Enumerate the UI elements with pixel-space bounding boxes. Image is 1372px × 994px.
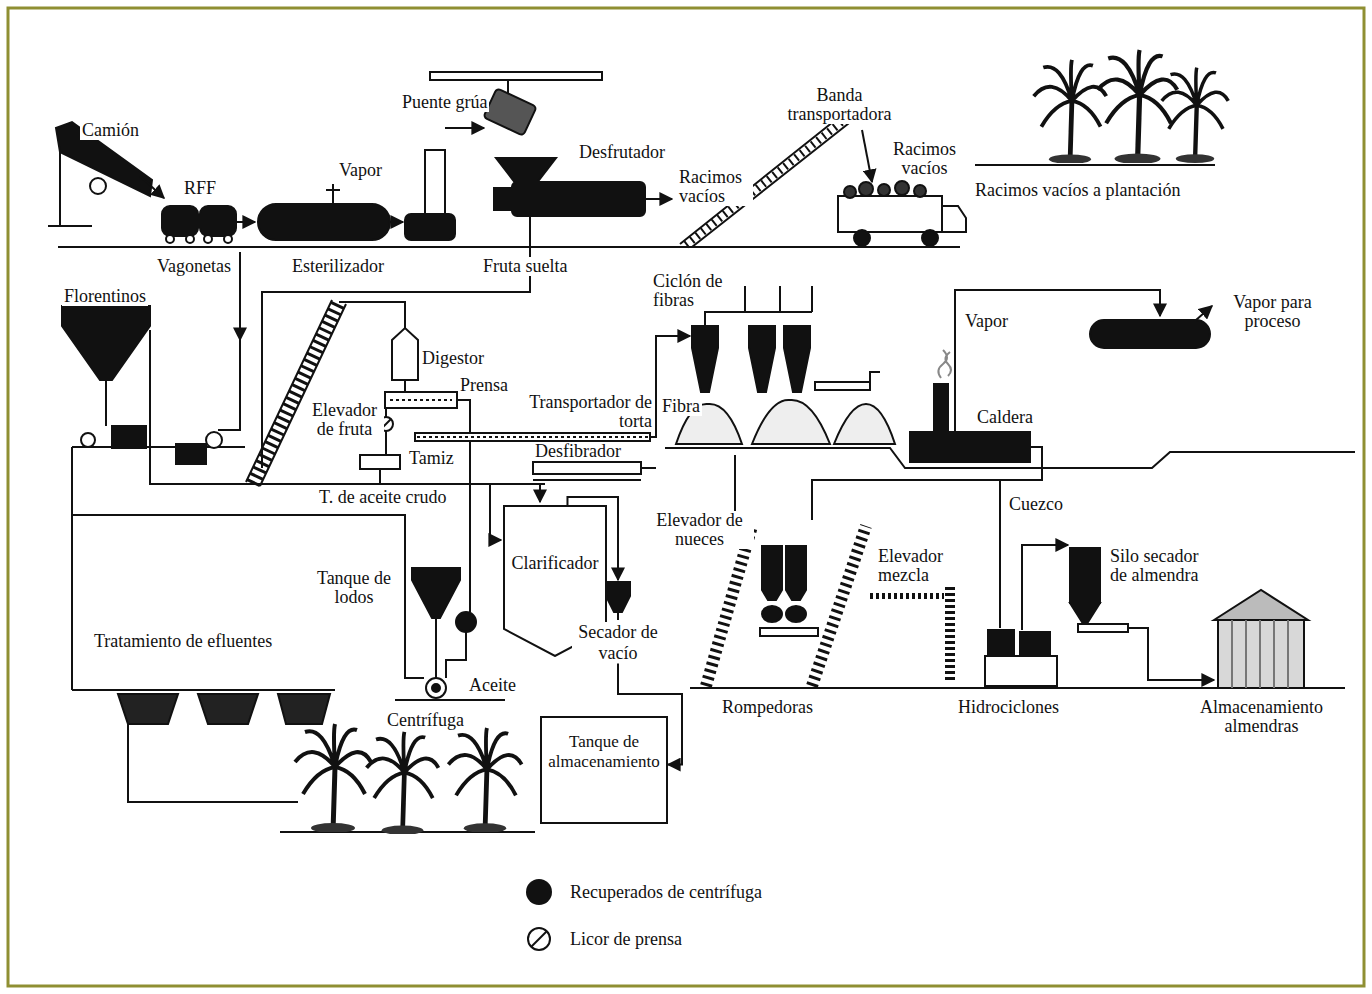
part-label: Vagonetas xyxy=(155,257,233,276)
legend-row: Recuperados de centrífuga xyxy=(526,879,762,905)
part-label: Silo secador de almendra xyxy=(1108,547,1217,585)
effluent-ponds xyxy=(72,690,335,802)
part-label: Hidrociclones xyxy=(956,698,1061,717)
dryer-symbol xyxy=(598,580,638,620)
legend-symbol xyxy=(526,926,552,952)
node-text: Clarificador xyxy=(506,553,604,574)
legend-swatch xyxy=(526,879,552,905)
sterilizer xyxy=(258,184,403,240)
part-label: Florentinos xyxy=(62,287,148,306)
fruit-elevator xyxy=(246,300,346,486)
part-label: Digestor xyxy=(420,349,486,368)
part-label: Desfrutador xyxy=(577,143,667,162)
part-label: Ciclón de fibras xyxy=(651,272,735,310)
legend-row: Licor de prensa xyxy=(526,926,682,952)
part-label: Elevador de nueces xyxy=(645,511,754,549)
thresher xyxy=(494,158,672,216)
ground-lines xyxy=(58,165,1355,832)
part-label: Vapor xyxy=(963,312,1010,331)
part-label: Elevador de fruta xyxy=(305,401,384,439)
part-label: Puente grúa xyxy=(400,93,489,112)
part-label: Transportador de torta xyxy=(500,393,654,431)
part-label: Aceite xyxy=(467,676,518,695)
vacuum-dryer: Secador de vacío xyxy=(572,580,664,663)
part-label: Camión xyxy=(80,121,141,140)
palm-trees xyxy=(295,50,1228,835)
part-label: Almacenamiento almendras xyxy=(1172,698,1351,736)
fiber-cyclones xyxy=(676,326,895,444)
part-label: Vapor xyxy=(337,161,384,180)
part-label: Fibra xyxy=(660,397,702,416)
process-pipes xyxy=(72,216,1214,690)
node-text: Tanque de almacenamiento xyxy=(546,732,662,771)
nut-plant xyxy=(706,526,1308,688)
wagons xyxy=(162,206,255,243)
part-label: Banda transportadora xyxy=(770,86,909,124)
boiler xyxy=(910,290,1212,462)
part-label: Caldera xyxy=(975,408,1035,427)
part-label: Tratamiento de efluentes xyxy=(92,632,274,651)
part-label: Fruta suelta xyxy=(481,257,569,276)
part-label: Elevador mezcla xyxy=(876,547,960,585)
part-label: Racimos vacíos a plantación xyxy=(973,181,1182,200)
part-label: RFF xyxy=(182,179,218,198)
florentine-tanks xyxy=(62,306,222,464)
part-label: Racimos vacíos xyxy=(677,168,753,206)
part-label: Tamiz xyxy=(407,449,456,468)
legend-text: Recuperados de centrífuga xyxy=(570,882,762,903)
frame xyxy=(8,8,1364,986)
dump-truck xyxy=(48,122,164,226)
part-label: Rompedoras xyxy=(720,698,815,717)
part-label: Esterilizador xyxy=(290,257,386,276)
part-label: T. de aceite crudo xyxy=(317,488,449,507)
part-label: Desfibrador xyxy=(533,442,623,461)
node-text: Secador de vacío xyxy=(572,622,664,663)
part-label: Centrífuga xyxy=(385,711,466,730)
part-label: Cuezco xyxy=(1007,495,1065,514)
part-label: Vapor para proceso xyxy=(1218,293,1327,331)
storage-tank: Tanque de almacenamiento xyxy=(540,716,668,824)
part-label: Tanque de lodos xyxy=(306,569,402,607)
part-label: Racimos vacíos xyxy=(880,140,969,178)
legend-text: Licor de prensa xyxy=(570,929,682,950)
